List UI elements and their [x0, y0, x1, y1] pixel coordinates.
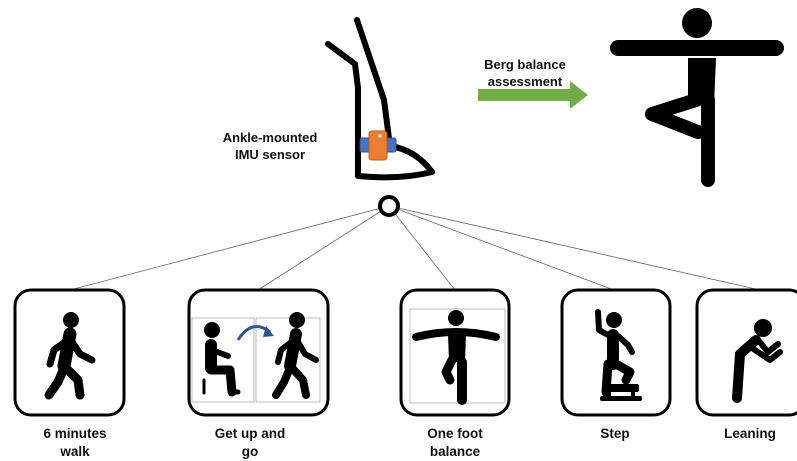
task-label-one-foot-line2: balance — [429, 444, 481, 459]
task-label-walk-line2: walk — [60, 444, 90, 459]
step-up-icon — [595, 309, 642, 401]
berg-assessment-label: Berg balance assessment — [470, 56, 580, 90]
sit-to-walk-icon — [191, 312, 321, 403]
leaning-person-icon — [732, 319, 783, 403]
hub-node — [378, 195, 400, 217]
connector-lines — [69, 205, 761, 291]
task-label-walk-line1: 6 minutes — [43, 426, 107, 441]
one-foot-balance-icon — [409, 308, 506, 405]
berg-label-line2: assessment — [487, 74, 563, 89]
task-label-walk: 6 minutes walk — [20, 425, 130, 461]
ankle-leg-icon — [325, 17, 435, 181]
task-label-step-line1: Step — [600, 426, 630, 441]
balance-figure-icon — [610, 8, 784, 187]
task-label-one-foot-line1: One foot — [427, 426, 483, 441]
task-label-step: Step — [560, 425, 670, 443]
task-label-get-up-line2: go — [241, 444, 259, 459]
walking-person-icon — [44, 312, 96, 400]
imu-sensor-icon — [359, 130, 397, 161]
task-label-get-up: Get up and go — [200, 425, 300, 461]
sensor-label-line2: IMU sensor — [234, 147, 306, 162]
sensor-label-line1: Ankle-mounted — [222, 130, 318, 145]
task-label-get-up-line1: Get up and — [214, 426, 286, 441]
task-label-one-foot: One foot balance — [405, 425, 505, 461]
berg-label-line1: Berg balance — [484, 57, 566, 72]
sensor-label: Ankle-mounted IMU sensor — [205, 129, 335, 163]
task-label-leaning: Leaning — [700, 425, 797, 443]
right-arrow-icon — [478, 81, 588, 109]
task-label-leaning-line1: Leaning — [724, 426, 776, 441]
